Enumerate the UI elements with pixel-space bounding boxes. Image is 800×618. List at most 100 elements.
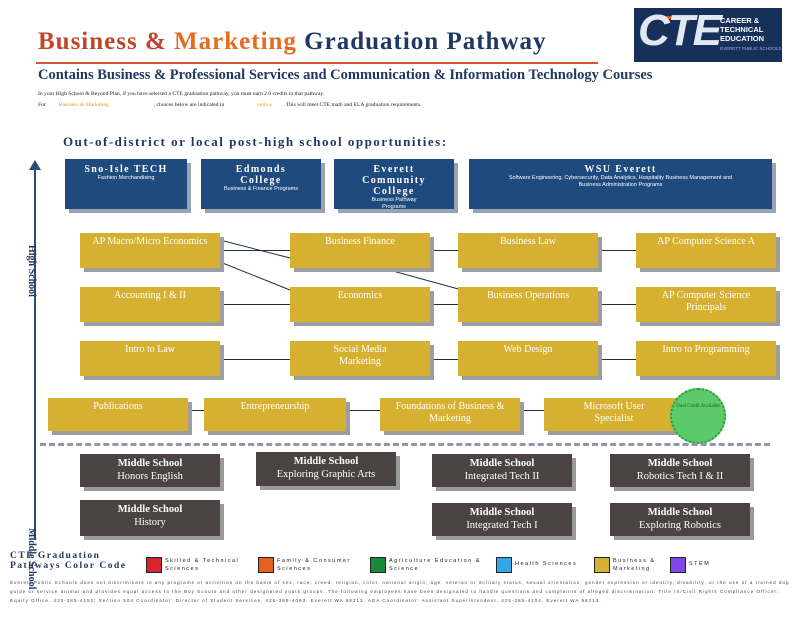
opportunities-heading: Out-of-district or local post-high schoo…: [63, 134, 448, 149]
course-box: Business Law: [458, 233, 598, 268]
middle-school-label: Middle School: [293, 456, 359, 467]
post-high-box: Sno-Isle TECH Fashion Merchandising: [65, 159, 187, 209]
connector-line: [346, 410, 380, 411]
middle-school-label: Middle School: [117, 458, 183, 469]
middle-school-box: Middle School Exploring Graphic Arts: [256, 452, 396, 486]
logo-text: CAREER & TECHNICAL EDUCATION: [720, 16, 764, 43]
post-high-name: Edmonds College: [235, 164, 287, 186]
connector-line: [598, 304, 636, 305]
title-part-pathway: Graduation Pathway: [304, 28, 547, 55]
connector-line: [220, 359, 290, 360]
post-high-box: Everett Community College Business Pathw…: [334, 159, 454, 210]
intro-line-2: For Business & Marketing , choices below…: [38, 102, 421, 108]
connector-line: [188, 410, 204, 411]
middle-school-box: Middle School History: [80, 500, 220, 536]
middle-school-course: History: [134, 517, 166, 528]
connector-line: [520, 410, 544, 411]
connector-line: [430, 250, 458, 251]
logo-line-2: TECHNICAL: [720, 25, 764, 34]
course-box: Economics: [290, 287, 430, 322]
middle-school-box: Middle School Honors English: [80, 454, 220, 487]
connector-line: [430, 304, 458, 305]
middle-school-label: Middle School: [469, 507, 535, 518]
title-part-marketing: Marketing: [174, 28, 305, 55]
logo-swoosh: [650, 16, 690, 29]
course-box: AP Computer Science A: [636, 233, 776, 268]
course-box: Publications: [48, 398, 188, 431]
course-box: Entrepreneurship: [204, 398, 346, 431]
logo-mark: CTE: [638, 8, 722, 55]
cte-logo: CTE CAREER & TECHNICAL EDUCATION EVERETT…: [634, 8, 782, 62]
nondiscrimination-footer: Everett Public Schools does not discrimi…: [10, 580, 790, 603]
middle-school-label: Middle School: [647, 507, 713, 518]
legend-label: Agriculture Education & Science: [389, 558, 481, 572]
logo-line-1: CAREER &: [720, 16, 760, 25]
connector-line: [598, 359, 636, 360]
connector-line: [430, 359, 458, 360]
course-box: AP Computer Science Principals: [636, 287, 776, 322]
legend-label: Skilled & Technical Sciences: [165, 558, 240, 572]
page-title: Business & Marketing Graduation Pathway: [38, 28, 547, 56]
middle-school-course: Integrated Tech I: [466, 520, 538, 531]
intro-pathway-name: Business & Marketing: [58, 102, 109, 108]
middle-school-label: Middle School: [117, 504, 183, 515]
post-high-box: WSU Everett Software Engineering, Cybers…: [469, 159, 772, 209]
connector-line: [220, 304, 290, 305]
course-box: Business Operations: [458, 287, 598, 322]
middle-school-box: Middle School Robotics Tech I & II: [610, 454, 750, 487]
intro-requirements: . This will meet CTE math and ELA gradua…: [283, 102, 422, 108]
course-box: Web Design: [458, 341, 598, 376]
legend-swatch: [258, 557, 274, 573]
post-high-sub: Fashion Merchandising: [97, 175, 155, 181]
intro-line-1: In your High School & Beyond Plan, if yo…: [38, 91, 325, 97]
legend-label: Health Sciences: [515, 561, 578, 567]
dual-credit-seal: Dual Credit Available: [670, 388, 726, 444]
legend-swatch: [146, 557, 162, 573]
post-high-sub: Business Pathway Programs: [371, 197, 417, 210]
legend-label: STEM: [689, 561, 711, 567]
post-high-sub: Business & Finance Programs: [224, 186, 298, 192]
page-subtitle: Contains Business & Professional Service…: [38, 67, 653, 83]
legend-swatch: [594, 557, 610, 573]
middle-school-course: Robotics Tech I & II: [636, 471, 724, 482]
course-box: AP Macro/Micro Economics: [80, 233, 220, 268]
course-box: Intro to Programming: [636, 341, 776, 376]
course-box: Foundations of Business & Marketing: [380, 398, 520, 431]
middle-school-course: Exploring Robotics: [639, 520, 721, 531]
intro-for: For: [38, 102, 46, 108]
middle-school-box: Middle School Exploring Robotics: [610, 503, 750, 536]
title-underline: [36, 62, 598, 64]
school-level-divider: [40, 443, 770, 446]
course-box: Microsoft User Specialist: [544, 398, 684, 431]
intro-choices: , choices below are indicated in: [153, 102, 225, 108]
connector-line: [598, 250, 636, 251]
post-high-name: Everett Community College: [362, 164, 426, 197]
logo-line-3: EDUCATION: [720, 34, 765, 43]
title-part-business: Business &: [38, 28, 175, 55]
middle-school-label: Middle School: [647, 458, 713, 469]
intro-yellow: yellow: [257, 102, 273, 108]
middle-school-box: Middle School Integrated Tech II: [432, 454, 572, 487]
connector-line: [220, 250, 290, 251]
legend-swatch: [370, 557, 386, 573]
middle-school-course: Integrated Tech II: [464, 471, 540, 482]
legend-swatch: [670, 557, 686, 573]
axis-arrow-icon: [29, 160, 41, 170]
legend-title: CTE Graduation Pathways Color Code: [10, 551, 127, 571]
middle-school-box: Middle School Integrated Tech I: [432, 503, 572, 536]
logo-district: EVERETT PUBLIC SCHOOLS: [720, 46, 782, 51]
middle-school-course: Honors English: [117, 471, 183, 482]
course-box: Accounting I & II: [80, 287, 220, 322]
post-high-sub: Software Engineering, Cybersecurity, Dat…: [508, 175, 733, 188]
course-box: Social Media Marketing: [290, 341, 430, 376]
legend-label: Family & Consumer Sciences: [277, 558, 351, 572]
grade-axis: [34, 168, 36, 540]
legend-swatch: [496, 557, 512, 573]
course-box: Business Finance: [290, 233, 430, 268]
post-high-box: Edmonds College Business & Finance Progr…: [201, 159, 321, 209]
post-high-name: Sno-Isle TECH: [84, 164, 168, 175]
middle-school-course: Exploring Graphic Arts: [276, 469, 376, 480]
course-box: Intro to Law: [80, 341, 220, 376]
post-high-name: WSU Everett: [584, 164, 657, 175]
middle-school-label: Middle School: [469, 458, 535, 469]
